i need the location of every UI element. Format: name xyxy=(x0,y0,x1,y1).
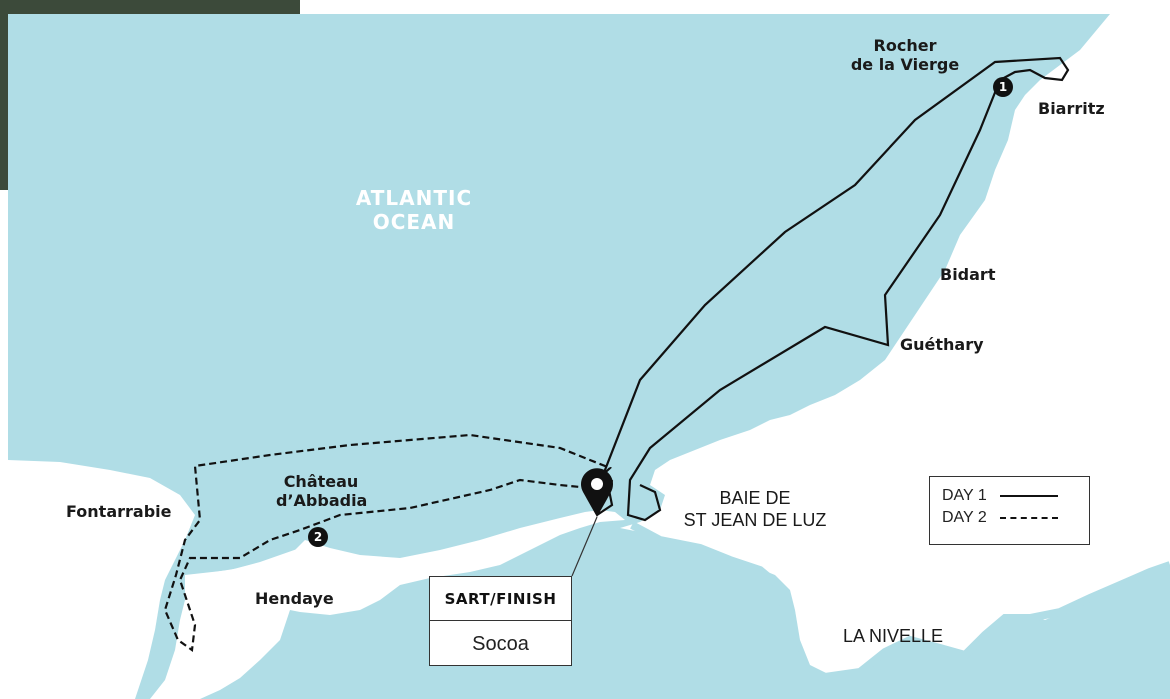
day1-route xyxy=(596,56,1070,522)
label-fontarrabie: Fontarrabie xyxy=(66,502,172,521)
start-finish-label: SART/FINISH xyxy=(430,577,571,621)
legend-dashed-line xyxy=(1000,517,1058,519)
sea-area xyxy=(8,14,1170,699)
label-baie-de-st-jean-de-luz: BAIE DE ST JEAN DE LUZ xyxy=(670,488,840,531)
label-la-nivelle: LA NIVELLE xyxy=(843,626,944,646)
start-finish-box: SART/FINISH Socoa xyxy=(429,576,572,666)
land-hendaye xyxy=(150,548,305,699)
chateau-line-1: Château xyxy=(283,472,359,491)
rocher-line-2: de la Vierge xyxy=(850,55,960,75)
legend-day2-label: DAY 2 xyxy=(942,509,987,526)
rocher-line-1: Rocher xyxy=(873,36,937,55)
legend-solid-line xyxy=(1000,495,1058,497)
day2-marker: 2 xyxy=(308,527,328,547)
baie-line-1: BAIE DE xyxy=(719,488,791,508)
map-pin-icon xyxy=(581,468,613,517)
river-la-nivelle xyxy=(630,521,1170,682)
ocean-label-line-1: ATLANTIC xyxy=(355,186,473,210)
legend-row-day1: DAY 1 xyxy=(942,485,1077,507)
day2-route xyxy=(163,433,614,652)
ocean-label-line-2: OCEAN xyxy=(372,210,456,234)
start-finish-value: Socoa xyxy=(472,632,529,655)
legend: DAY 1 DAY 2 xyxy=(929,476,1090,545)
label-guethary: Guéthary xyxy=(900,335,984,354)
ocean-label: ATLANTIC OCEAN xyxy=(344,186,484,234)
baie-line-2: ST JEAN DE LUZ xyxy=(683,509,827,530)
legend-row-day2: DAY 2 xyxy=(942,507,1077,529)
legend-day1-label: DAY 1 xyxy=(942,487,987,504)
land-south-coast xyxy=(200,510,625,615)
chateau-line-2: d’Abbadia xyxy=(276,491,368,511)
label-bidart: Bidart xyxy=(940,265,996,284)
land-fontarrabie xyxy=(8,460,195,699)
label-chateau-dabbadia: Château d’Abbadia xyxy=(276,472,368,511)
label-hendaye: Hendaye xyxy=(255,589,334,608)
day1-marker: 1 xyxy=(993,77,1013,97)
label-rocher-de-la-vierge: Rocher de la Vierge xyxy=(840,36,970,74)
start-leader-line xyxy=(571,516,598,577)
label-biarritz: Biarritz xyxy=(1038,99,1105,118)
